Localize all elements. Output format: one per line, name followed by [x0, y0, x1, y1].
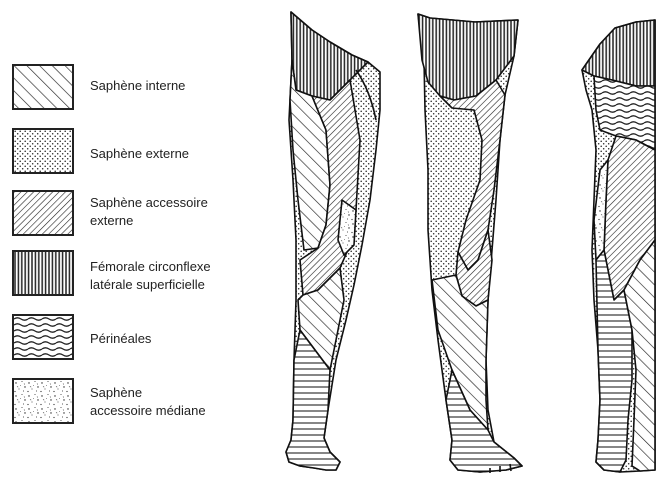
legend: Saphène interne Saphène externe Saphène …: [0, 0, 260, 478]
swatch-dense-diagonal-hatch: [12, 190, 74, 236]
legend-label: Saphène externe: [90, 145, 260, 163]
medial-upper-region: [582, 20, 655, 86]
lateral-speckle-region: [338, 200, 356, 255]
legend-label: Saphène accessoire externe: [90, 194, 260, 230]
legend-label: Saphène interne: [90, 77, 260, 95]
legend-label: Fémorale circonflexe latérale superficie…: [90, 258, 260, 294]
swatch-speckled: [12, 378, 74, 424]
leg-lateral-view: [286, 12, 380, 470]
legend-label: Saphène accessoire médiane: [90, 384, 260, 420]
swatch-dotted: [12, 128, 74, 174]
legend-label: Périnéales: [90, 330, 260, 348]
swatch-wavy-lines: [12, 314, 74, 360]
leg-anterior-view: [418, 14, 522, 473]
swatch-vertical-lines: [12, 250, 74, 296]
leg-medial-view: [582, 20, 655, 472]
leg-figures: [262, 0, 657, 478]
swatch-diagonal-hatch: [12, 64, 74, 110]
